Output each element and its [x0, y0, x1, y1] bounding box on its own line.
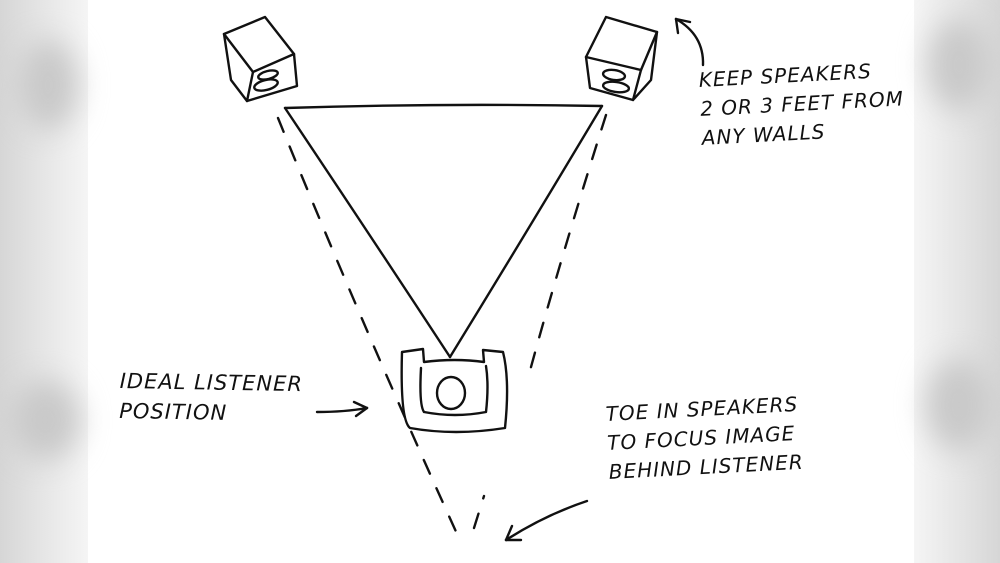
right-blurred-margin: [914, 0, 1000, 563]
left-toe-in-line: [276, 116, 460, 538]
left-blurred-margin: [0, 0, 88, 563]
listening-triangle: [283, 103, 604, 359]
right-speaker-icon: [584, 15, 659, 102]
walls-arrow-icon: [674, 17, 705, 67]
listener-arrow-icon: [315, 400, 369, 418]
toe-in-arrow-icon: [504, 499, 589, 542]
right-toe-in-line: [472, 113, 608, 530]
note-line: position: [118, 399, 228, 426]
note-toe-in-speakers: Toe in speakers to focus image behind li…: [605, 390, 804, 487]
listener-chair-icon: [400, 347, 509, 434]
left-speaker-icon: [222, 15, 299, 103]
note-line: Ideal listener: [119, 368, 304, 397]
note-keep-speakers-from-walls: Keep speakers 2 or 3 feet from any walls: [698, 55, 906, 153]
note-ideal-listener-position: Ideal listener position: [119, 366, 303, 430]
